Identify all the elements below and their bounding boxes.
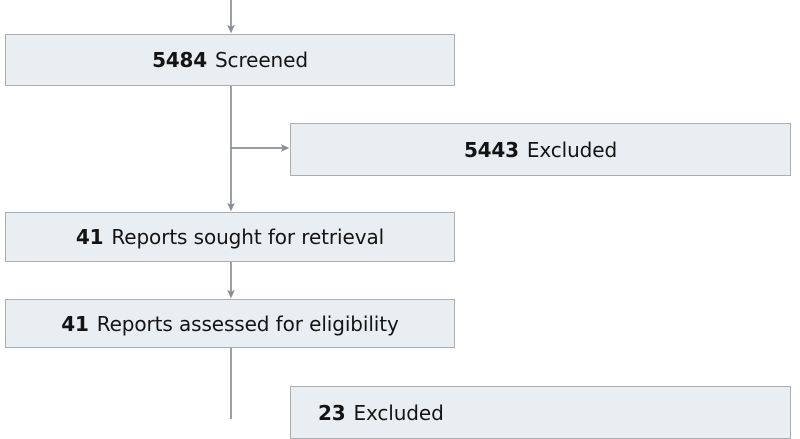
flow-node-excluded-screening-label: Excluded [526, 137, 618, 162]
flow-node-reports-sought: 41 Reports sought for retrieval [5, 212, 455, 262]
flow-diagram-canvas: 5484 Screened 5443 Excluded 41 Reports s… [5, 0, 791, 439]
flow-node-reports-assessed-count: 41 [61, 311, 89, 336]
flow-node-excluded-eligibility-label: Excluded [353, 400, 444, 425]
flow-node-excluded-eligibility: 23 Excluded [290, 386, 791, 439]
flow-node-screened: 5484 Screened [5, 34, 455, 86]
flow-node-excluded-screening: 5443 Excluded [290, 123, 791, 176]
flow-node-reports-assessed: 41 Reports assessed for eligibility [5, 299, 455, 348]
flow-node-reports-sought-label: Reports sought for retrieval [111, 225, 385, 249]
flow-node-reports-sought-count: 41 [75, 225, 104, 249]
flow-node-screened-count: 5484 [152, 48, 207, 72]
flow-node-reports-assessed-label: Reports assessed for eligibility [96, 311, 399, 336]
flow-node-excluded-screening-count: 5443 [463, 137, 519, 162]
flow-node-screened-label: Screened [214, 48, 308, 72]
flow-node-excluded-eligibility-count: 23 [318, 400, 346, 425]
